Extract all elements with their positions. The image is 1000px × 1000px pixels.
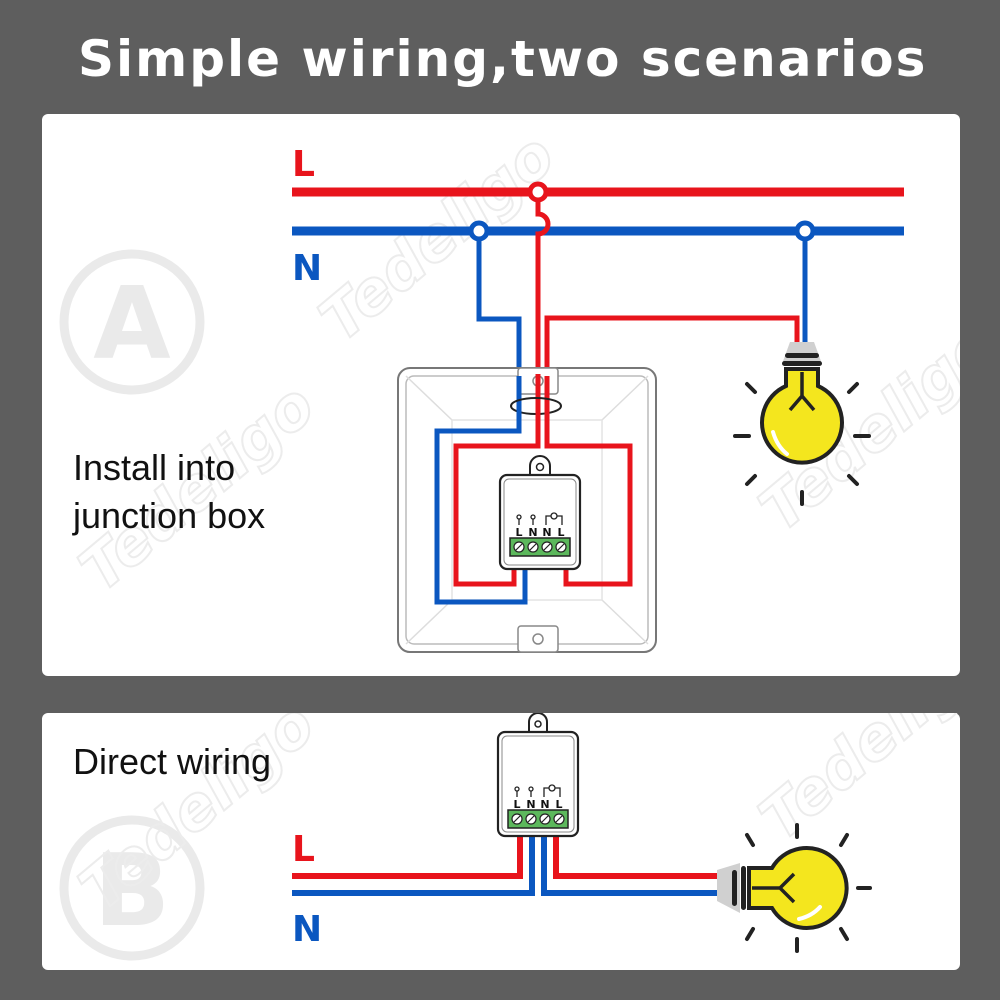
neutral-in-wire — [292, 835, 535, 896]
caption: Direct wiring — [73, 741, 272, 782]
scenario-b-badge: B — [59, 815, 205, 961]
terminal-label: N — [540, 798, 549, 811]
smart-switch-module: L N N L — [498, 455, 582, 571]
scenario-a-badge: A — [59, 249, 205, 395]
watermark: Tedeligo — [307, 120, 569, 355]
terminal-block — [509, 537, 571, 557]
live-loop-wire — [453, 406, 541, 587]
neutral-label: N — [292, 248, 322, 289]
badge-letter-b: B — [94, 832, 170, 949]
neutral-junction-node-lamp — [794, 220, 816, 242]
terminal-label: L — [515, 526, 522, 539]
terminal-label: L — [557, 526, 564, 539]
neutral-junction-node — [468, 220, 490, 242]
scenario-b-panel: B Tedeligo Tedeligo L N — [42, 713, 960, 970]
caption-line-1: Install into — [73, 447, 236, 488]
live-in-wire — [292, 835, 523, 879]
caption-line-2: junction box — [73, 495, 266, 536]
terminal-label: L — [513, 798, 520, 811]
watermark: Tedeligo — [747, 713, 960, 854]
live-label: L — [292, 829, 315, 870]
live-drop-wire — [535, 200, 551, 374]
light-bulb-icon — [717, 823, 872, 953]
terminal-label: N — [542, 526, 551, 539]
direct-wiring-diagram: B Tedeligo Tedeligo L N — [59, 713, 960, 961]
terminal-label: N — [528, 526, 537, 539]
page-title: Simple wiring,two scenarios — [78, 30, 928, 88]
scenario-a-panel: A Tedeligo Tedeligo Tedeligo L N — [42, 114, 960, 676]
neutral-label: N — [292, 909, 322, 950]
badge-letter-a: A — [93, 265, 170, 382]
switched-live-to-lamp — [544, 315, 800, 376]
neutral-loop-wire — [434, 406, 528, 605]
junction-box-wiring-diagram: A Tedeligo Tedeligo Tedeligo L N — [59, 119, 960, 653]
light-bulb-icon — [733, 342, 871, 506]
switched-live-loop-wire — [544, 406, 633, 587]
neutral-drop-wire — [476, 239, 522, 376]
smart-switch-module: L N N L — [496, 713, 580, 838]
neutral-out-wire — [541, 835, 717, 896]
terminal-label: L — [555, 798, 562, 811]
live-junction-node — [527, 181, 549, 203]
switched-live-out-wire — [553, 835, 717, 879]
live-label: L — [292, 144, 315, 185]
terminal-block — [507, 809, 569, 829]
terminal-label: N — [526, 798, 535, 811]
